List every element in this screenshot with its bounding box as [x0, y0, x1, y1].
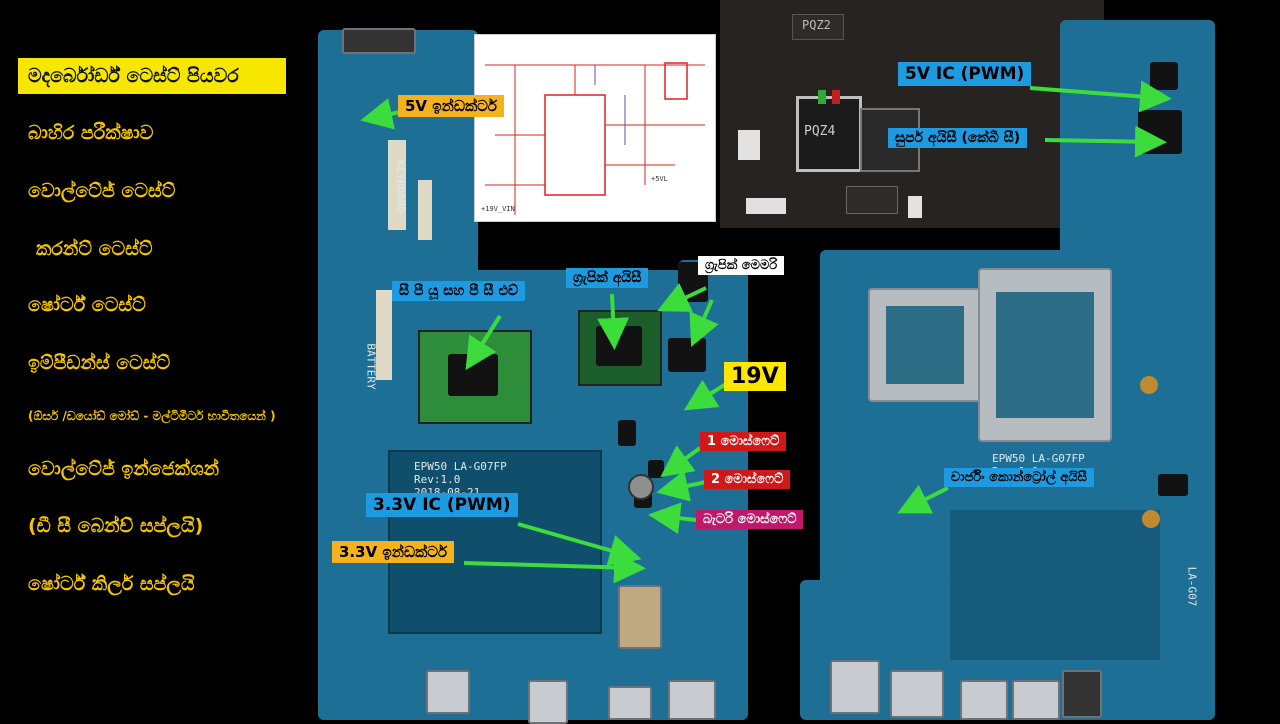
step-short-test: ෂෝර්ට් ටෙස්ට්	[28, 294, 146, 316]
pqz2-silk: PQZ2	[802, 18, 831, 32]
zoom-inset: PQZ2 PQZ4	[720, 0, 1104, 228]
label-cpu-pch: සී පී යූ සහ පී සී එච්	[392, 281, 526, 301]
charging-control-chip	[1158, 474, 1188, 496]
step-voltage-test: වොල්ටේජ් ටෙස්ට්	[28, 180, 176, 202]
step-voltage-injection: වොල්ටේජ් ඉන්ජෙක්ශන්	[28, 458, 219, 480]
label-3v3-inductor: 3.3V ඉන්ඩක්ටර්	[332, 541, 455, 563]
step-impedance-note: (ඕසර් /ඩයෝඩ් මෝඩ් - මල්ටිමීටර් භාවිතයෙන්…	[28, 409, 276, 423]
step-short-killer: ෂෝර්ට් කිලර් සප්ලයි	[28, 573, 195, 595]
step-external-inspection: බාහිර පරීක්ෂාව	[28, 122, 154, 144]
step-current-test: කරන්ට් ටෙස්ට්	[36, 238, 153, 260]
cpu-socket-frame	[868, 288, 982, 402]
label-battery-mosfet: බැටරි මොස්ෆෙට්	[696, 510, 804, 529]
label-graphic-ic: ග්‍රැපික් අයිසී	[566, 268, 649, 288]
schematic-net-5vl: +5VL	[651, 175, 668, 183]
schematic-inset: +19V_VIN +5VL	[474, 34, 716, 222]
label-5v-inductor: 5V ඉන්ඩක්ටර්	[398, 95, 504, 117]
pqz4-silk: PQZ4	[804, 124, 836, 139]
label-3v3-pwm: 3.3V IC (PWM)	[366, 493, 518, 517]
label-19v: 19V	[724, 362, 786, 391]
left-rev-silk: Rev:1.0	[414, 473, 461, 486]
step-impedance-test: ඉම්පීඩන්ස් ටෙස්ට්	[28, 352, 171, 374]
schematic-drawing	[485, 62, 705, 215]
right-model-silk: EPW50 LA-G07FP	[992, 452, 1085, 465]
label-charging-ic: චාර්ජිං කොන්ට්‍රෝල් අයිසී	[944, 468, 1094, 487]
steps-title: මදර්බෝර්ඩ් ටෙස්ට් පියවර	[18, 58, 286, 94]
label-mosfet-1: 1 මොස්ෆෙට්	[700, 432, 787, 451]
label-mosfet-2: 2 මොස්ෆෙට්	[704, 470, 791, 489]
gpu-socket-frame	[978, 268, 1112, 442]
step-bench-supply: (ඩී සී බෙන්ච් සප්ලයි)	[28, 515, 204, 537]
left-model-silk: EPW50 LA-G07FP	[414, 460, 507, 473]
schematic-net-vin: +19V_VIN	[481, 205, 515, 213]
label-5v-pwm: 5V IC (PWM)	[898, 62, 1032, 86]
label-super-ic: සුපර් අයිසී (කේබී සී)	[888, 128, 1028, 148]
label-graphic-memory: ග්‍රැපික් මෙමරි	[698, 256, 785, 275]
